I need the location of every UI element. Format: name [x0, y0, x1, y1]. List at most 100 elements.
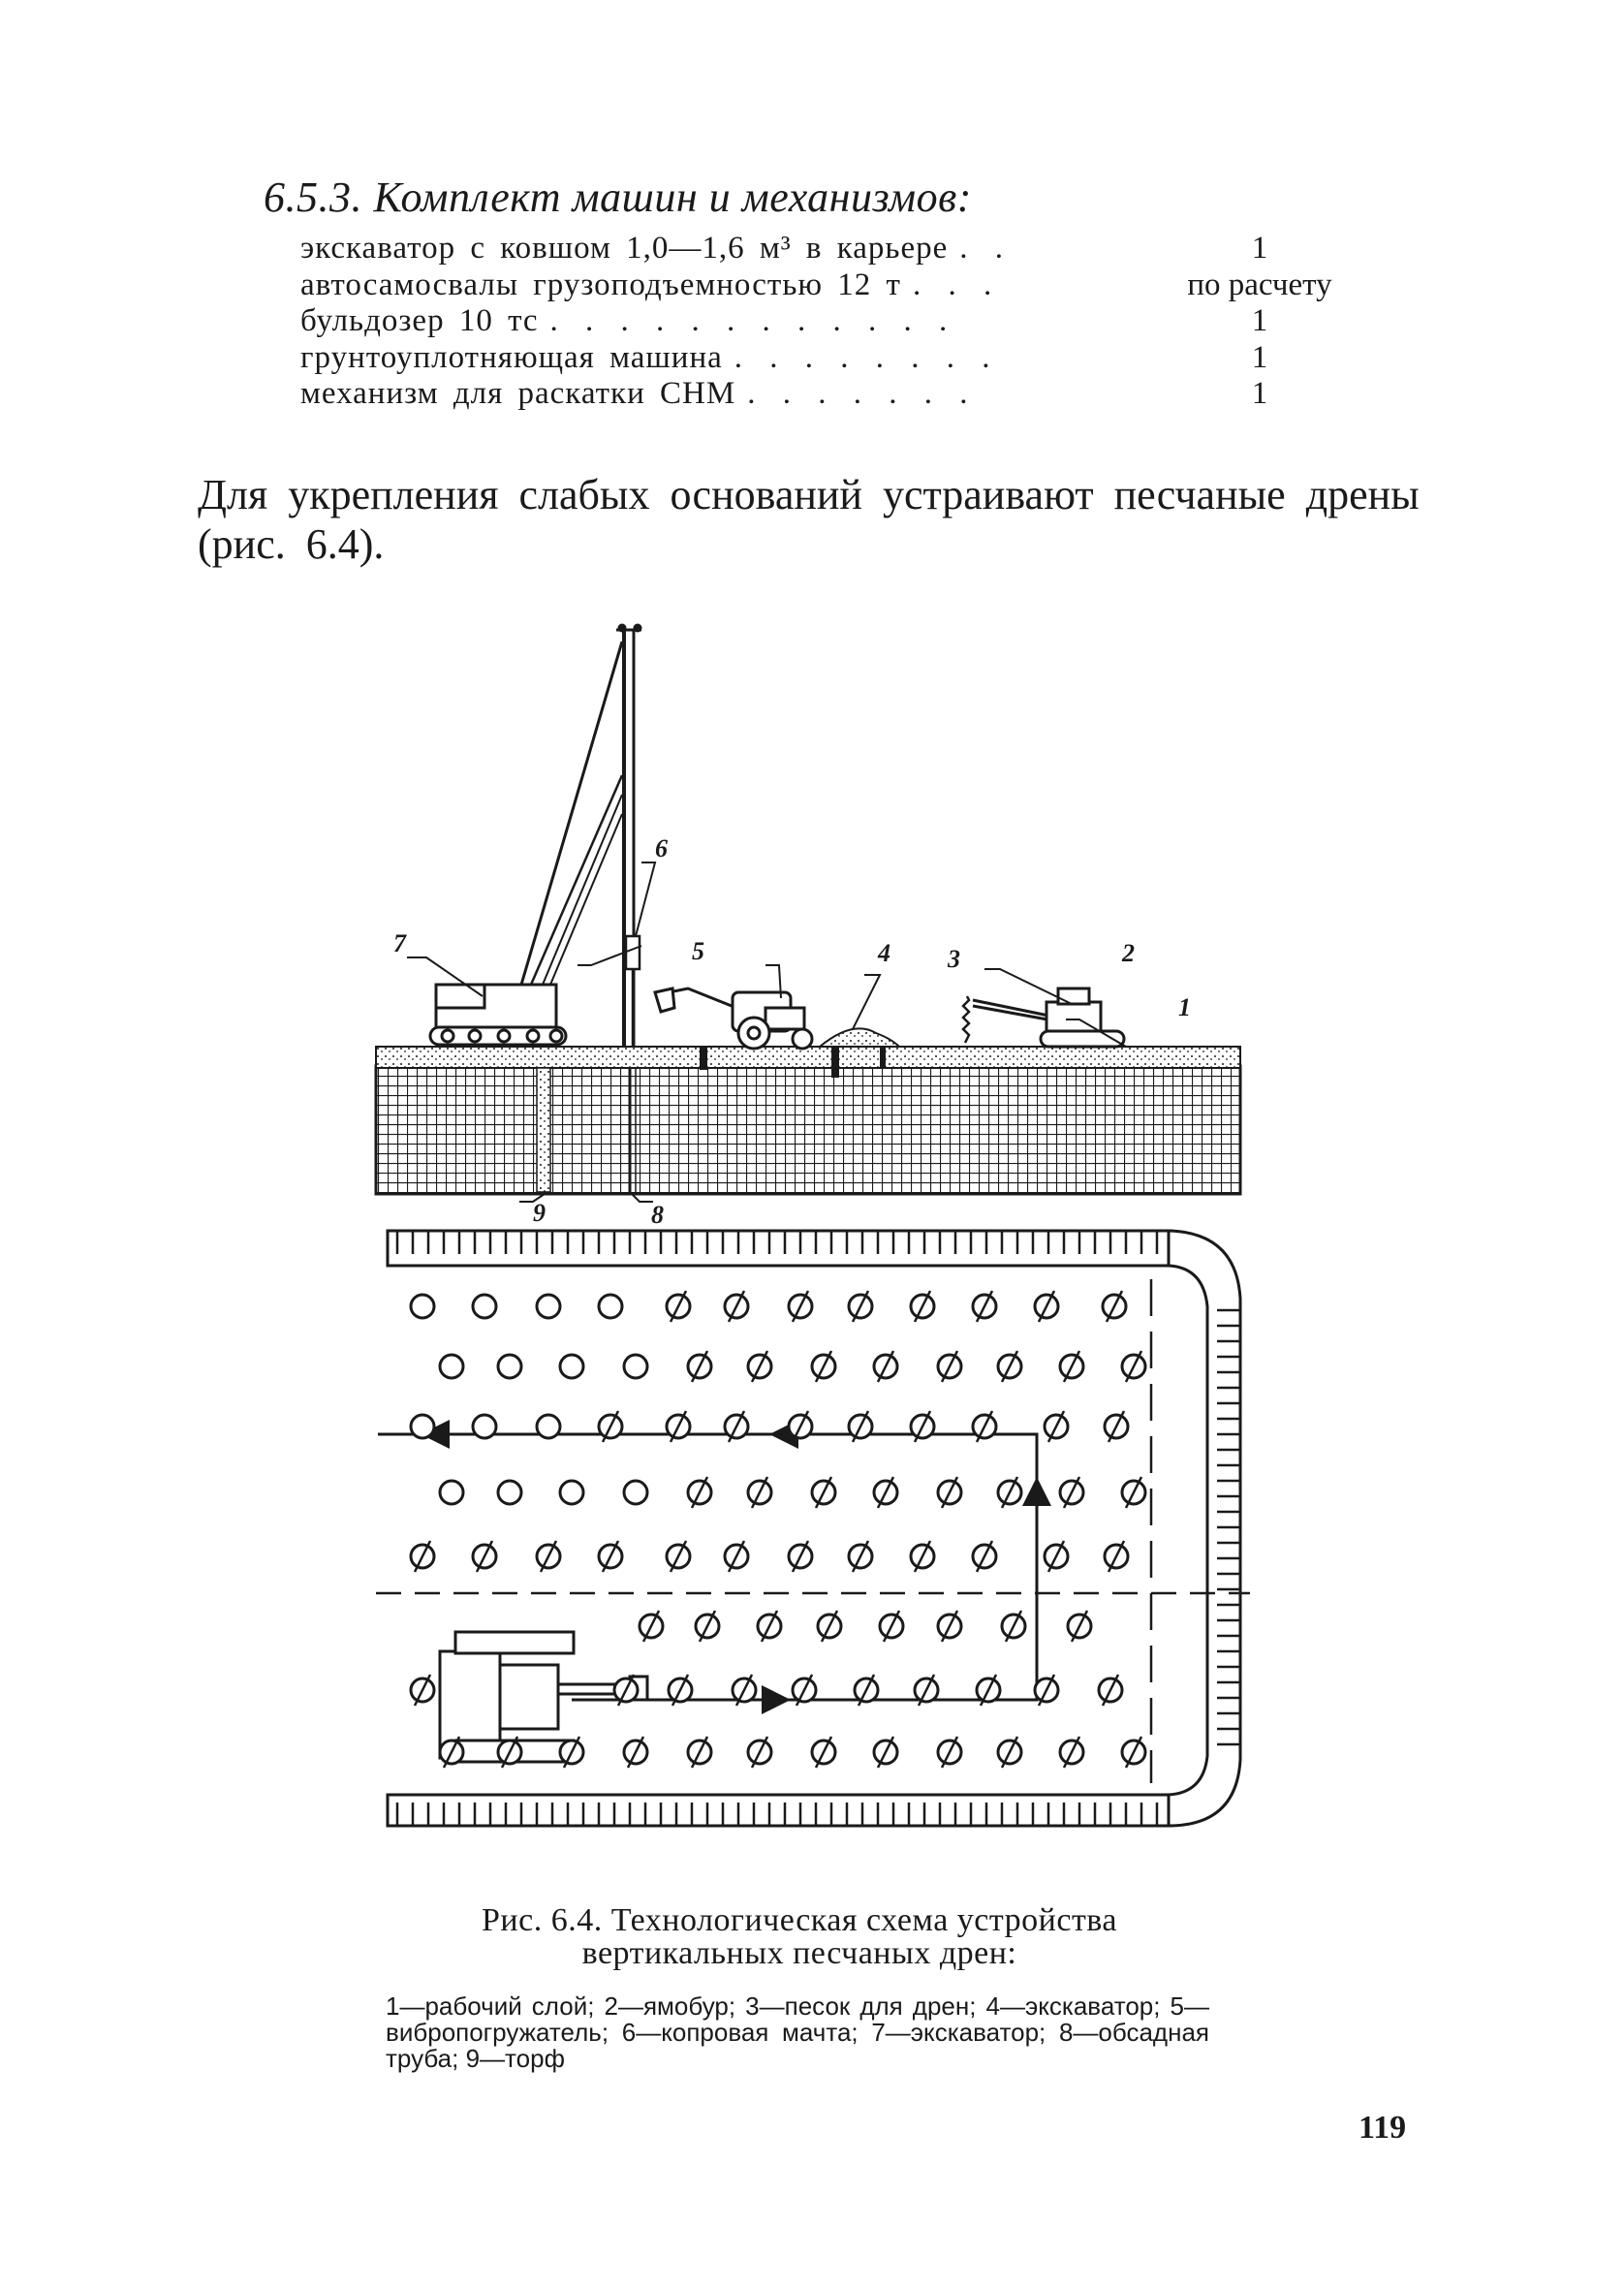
drain-hole-stroke: [913, 1290, 932, 1323]
equipment-row: бульдозер 10 тс . . . . . . . . . . . . …: [300, 303, 1337, 340]
body-paragraph: Для укрепления слабых оснований устраива…: [198, 471, 1420, 568]
equipment-name: бульдозер 10 тс: [300, 303, 539, 338]
drain-hole: [558, 1479, 585, 1506]
drain-hole-stroke: [791, 1290, 810, 1323]
drain-hole: [622, 1353, 649, 1380]
peat-layer: [374, 1064, 1242, 1196]
plan-view: [376, 1229, 1250, 1828]
drain-hole-stroke: [500, 1736, 519, 1769]
drain-holes: [409, 1290, 1147, 1769]
callout-6: 6: [655, 834, 668, 862]
drain-hole-stroke: [601, 1410, 620, 1443]
drain-hole-stroke: [442, 1736, 461, 1769]
leader-dots: . . . . . . . . . . . .: [549, 303, 957, 338]
drain-hole-stroke: [1101, 1674, 1120, 1707]
drain-hole-stroke: [616, 1674, 636, 1707]
sand-drain: [536, 1067, 551, 1193]
drain-hole: [438, 1353, 465, 1380]
drain-hole-stroke: [727, 1290, 746, 1323]
drain-hole-stroke: [727, 1410, 746, 1443]
drain-hole-stroke: [1037, 1674, 1056, 1707]
pile-driver-mast: [519, 623, 642, 1047]
equipment-name: автосамосвалы грузоподъемностью 12 т: [300, 267, 901, 302]
drain-hole-stroke: [882, 1610, 901, 1643]
equipment-quantity: 1: [1251, 339, 1268, 375]
leader-dots: . . . . . . .: [747, 376, 978, 411]
drain-hole-stroke: [750, 1476, 769, 1509]
drain-hole-stroke: [1062, 1736, 1081, 1769]
drain-hole-stroke: [475, 1540, 494, 1573]
drain-hole-stroke: [1107, 1410, 1126, 1443]
figure-6-4: 7 6 5 4 3 2 1 9 8: [368, 620, 1279, 1861]
drain-hole-stroke: [641, 1610, 661, 1643]
equipment-row: автосамосвалы грузоподъемностью 12 т . .…: [300, 267, 1337, 304]
drain-hole-stroke: [1070, 1610, 1089, 1643]
callout-3: 3: [947, 945, 960, 973]
figure-legend: 1—рабочий слой; 2—ямобур; 3—песок для др…: [386, 1991, 1209, 2073]
sand-pile: [817, 1027, 902, 1048]
drain-hole-stroke: [1000, 1350, 1019, 1383]
equipment-name: экскаватор с ковшом 1,0—1,6 м³ в карьере: [300, 231, 949, 266]
equipment-row: грунтоуплотняющая машина . . . . . . . .…: [300, 340, 1337, 377]
drain-hole-stroke: [975, 1410, 994, 1443]
drain-hole-stroke: [913, 1410, 932, 1443]
drain-hole: [409, 1293, 436, 1320]
top-wall: [386, 1229, 1172, 1268]
callout-9: 9: [533, 1199, 546, 1227]
drain-hole-stroke: [669, 1540, 688, 1573]
equipment-quantity: по расчету: [1187, 267, 1332, 302]
bottom-wall: [386, 1793, 1172, 1828]
caption-title: Рис. 6.4. Технологическая схема устройст…: [482, 1902, 1117, 1938]
drain-hole-stroke: [851, 1540, 870, 1573]
drain-hole-stroke: [690, 1350, 709, 1383]
leader-dots: . . . . . . . .: [734, 339, 1000, 375]
drain-hole-stroke: [760, 1610, 779, 1643]
drain-hole-stroke: [851, 1290, 870, 1323]
callout-7: 7: [393, 929, 407, 957]
vibrodriver: [624, 934, 641, 1047]
leader-lines: [407, 862, 1127, 1203]
drain-hole: [496, 1479, 523, 1506]
drain-hole-stroke: [876, 1350, 895, 1383]
drain-hole-stroke: [876, 1476, 895, 1509]
drain-hole-stroke: [1124, 1350, 1143, 1383]
drain-hole-stroke: [975, 1540, 994, 1573]
drain-hole-stroke: [851, 1410, 870, 1443]
drain-hole: [471, 1293, 498, 1320]
drain-hole-stroke: [857, 1674, 876, 1707]
drain-hole-stroke: [1000, 1736, 1019, 1769]
equipment-row: механизм для раскатки СНМ . . . . . . . …: [300, 376, 1337, 413]
drain-hole-stroke: [669, 1290, 688, 1323]
equipment-row: экскаватор с ковшом 1,0—1,6 м³ в карьере…: [300, 231, 1337, 267]
drain-hole-stroke: [690, 1476, 709, 1509]
drain-hole: [622, 1479, 649, 1506]
drain-hole-stroke: [814, 1350, 833, 1383]
drain-hole-stroke: [814, 1476, 833, 1509]
drain-hole-stroke: [1124, 1476, 1143, 1509]
drain-hole-stroke: [940, 1350, 959, 1383]
technological-scheme-drawing: 7 6 5 4 3 2 1 9 8: [374, 623, 1250, 1828]
drain-hole-stroke: [917, 1674, 936, 1707]
drain-hole-stroke: [1037, 1290, 1056, 1323]
drain-hole-stroke: [791, 1410, 810, 1443]
drain-hole-stroke: [601, 1540, 620, 1573]
equipment-list: экскаватор с ковшом 1,0—1,6 м³ в карьере…: [300, 231, 1337, 413]
equipment-quantity: 1: [1251, 376, 1268, 411]
drain-hole-stroke: [626, 1736, 645, 1769]
drain-hole-stroke: [791, 1540, 810, 1573]
callout-8: 8: [651, 1201, 664, 1229]
leader-dots: . .: [959, 231, 1014, 266]
drain-hole-stroke: [913, 1540, 932, 1573]
drain-hole-stroke: [940, 1476, 959, 1509]
drain-hole-stroke: [1105, 1290, 1124, 1323]
callout-5: 5: [692, 937, 704, 965]
drain-hole: [558, 1353, 585, 1380]
auger-machine: [961, 987, 1126, 1049]
drain-hole-stroke: [795, 1674, 814, 1707]
section-title: 6.5.3. Комплект машин и механизмов:: [264, 173, 972, 221]
callout-1: 1: [1178, 993, 1191, 1021]
drain-hole-stroke: [1107, 1540, 1126, 1573]
callout-2: 2: [1121, 939, 1135, 967]
equipment-name: грунтоуплотняющая машина: [300, 339, 723, 375]
drain-hole-stroke: [734, 1674, 754, 1707]
